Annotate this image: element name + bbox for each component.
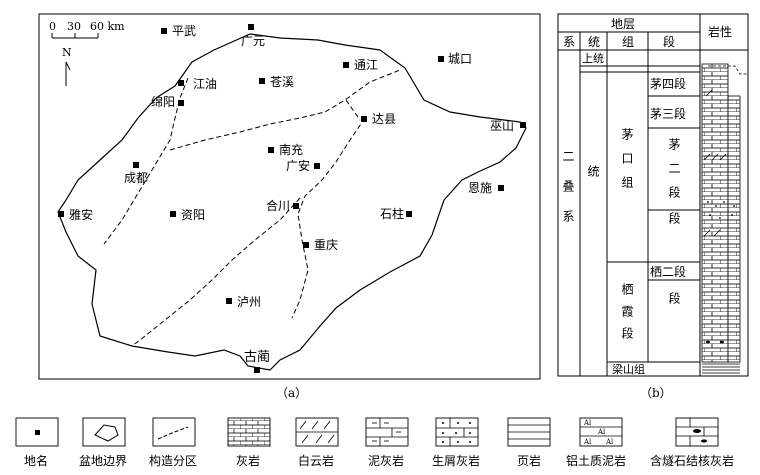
city-nanchong: 南充 — [279, 142, 303, 157]
legend-symbol-nodule — [675, 417, 719, 447]
scale-label-0: 0 — [49, 20, 56, 33]
legend-label-limestone: 灰岩 — [236, 454, 261, 468]
city-chengdu: 成都 — [124, 171, 148, 185]
city-mianyang: 绵阳 — [151, 95, 175, 109]
legend-symbol-zone — [152, 417, 196, 447]
city-yaan: 雅安 — [69, 207, 93, 222]
city-jiangyou: 江油 — [193, 77, 217, 91]
city-gulin: 古蔺 — [244, 350, 270, 365]
legend-label-nodule: 含燧石结核灰岩 — [650, 454, 735, 468]
legend-symbol-marl — [365, 417, 409, 447]
city-pingwu: 平武 — [172, 24, 196, 38]
city-guangan: 广安 — [286, 158, 310, 173]
legend-label-boundary: 盆地边界 — [79, 454, 128, 468]
city-chongqing: 重庆 — [314, 238, 338, 252]
lower-series: 下统 — [586, 165, 600, 247]
city-marker-chengkou — [438, 56, 444, 62]
city-marker-wushan — [520, 122, 526, 128]
city-marker-mianyang — [178, 100, 184, 106]
legend-label-shale: 页岩 — [517, 454, 542, 468]
city-ziyang: 资阳 — [181, 208, 205, 222]
col-duan: 段 — [663, 34, 675, 49]
city-marker-chongqing — [303, 242, 309, 248]
legend: Al Al Al Al — [15, 417, 719, 447]
member-m3: 茅三段 — [650, 106, 686, 121]
member-q1: 栖一段 — [667, 292, 681, 316]
upper-series: 上统 — [582, 52, 604, 65]
system-permian: 二叠系 — [561, 150, 575, 240]
city-marker-pingwu — [161, 28, 167, 34]
legend-label-dolomite: 白云岩 — [298, 454, 335, 468]
member-m1: 茅一段 — [667, 212, 681, 230]
city-dazhou: 达县 — [372, 112, 396, 126]
map-frame — [38, 13, 541, 380]
legend-symbol-boundary — [82, 417, 126, 447]
svg-text:N: N — [62, 46, 72, 59]
city-marker-tongjiang — [343, 62, 349, 68]
legend-label-place: 地名 — [24, 454, 49, 468]
col-xi: 系 — [563, 35, 575, 49]
city-cangxi: 苍溪 — [270, 75, 294, 89]
al-mark-3: Al — [583, 438, 592, 446]
basin-boundary — [57, 33, 527, 371]
city-enshi: 恩施 — [468, 181, 492, 195]
column-caption: （b） — [640, 386, 672, 400]
city-marker-hechuan — [293, 203, 299, 209]
lith-header: 岩性 — [708, 24, 732, 39]
city-marker-cangxi — [259, 78, 265, 84]
city-wushan: 巫山 — [490, 119, 514, 133]
city-marker-guangan — [314, 163, 320, 169]
legend-symbol-place — [15, 417, 59, 447]
city-guangyuan: 广元 — [241, 34, 265, 48]
al-mark-2: Al — [597, 428, 606, 436]
al-mark-4: Al — [605, 438, 614, 446]
city-marker-yaan — [58, 211, 64, 217]
legend-symbol-bauxite — [579, 417, 623, 447]
col-zu: 组 — [622, 35, 634, 49]
legend-label-marl: 泥灰岩 — [368, 454, 405, 468]
lithology-column — [701, 63, 748, 374]
city-shizhu: 石柱 — [380, 206, 404, 221]
scale-label-60: 60 km — [90, 20, 125, 33]
basin-map: 0 30 60 km N 平武 广元 城口 通江 江油 苍溪 绵阳 达县 巫山 — [38, 13, 541, 400]
legend-symbol-bioclastic — [435, 417, 479, 447]
city-hechuan: 合川 — [266, 198, 290, 213]
city-marker-chengdu — [133, 162, 139, 168]
city-luzhou: 泸州 — [237, 295, 261, 309]
member-q2: 栖二段 — [650, 264, 686, 279]
formation-maokou: 茅口组 — [620, 128, 634, 200]
scale-label-30: 30 — [67, 20, 81, 33]
map-caption: （a） — [276, 386, 307, 400]
legend-label-zone: 构造分区 — [149, 454, 198, 468]
north-arrow: N — [62, 46, 72, 86]
scale-bar: 0 30 60 km — [49, 20, 125, 39]
city-marker-ziyang — [170, 211, 176, 217]
city-tongjiang: 通江 — [354, 58, 378, 72]
city-marker-shizhu — [406, 211, 412, 217]
city-marker-gulin — [254, 367, 260, 373]
city-marker-enshi — [498, 185, 504, 191]
member-m2: 茅二段 — [667, 138, 681, 210]
col-tong: 统 — [588, 35, 600, 49]
member-qixia: 栖霞段 — [620, 283, 634, 349]
strat-column: 地层 岩性 系 统 组 段 上统 茅四段 茅三段 栖二段 梁山组 二叠系 下统 … — [557, 13, 749, 400]
city-chengkou: 城口 — [448, 52, 472, 66]
al-mark-1: Al — [583, 419, 592, 427]
city-marker-dazhou — [361, 116, 367, 122]
city-marker-jiangyou — [178, 80, 184, 86]
city-marker-nanchong — [268, 147, 274, 153]
legend-symbol-limestone — [227, 417, 271, 447]
member-m4: 茅四段 — [650, 76, 686, 91]
cities: 平武 广元 城口 通江 江油 苍溪 绵阳 达县 巫山 南充 广安 成都 恩施 雅… — [58, 24, 526, 373]
city-marker-guangyuan — [248, 24, 254, 30]
city-marker-luzhou — [226, 298, 232, 304]
formation-liangshan: 梁山组 — [612, 362, 645, 376]
legend-label-bioclastic: 生屑灰岩 — [432, 454, 481, 468]
legend-label-bauxite: 铝土质泥岩 — [566, 454, 627, 468]
strat-header: 地层 — [611, 17, 635, 31]
